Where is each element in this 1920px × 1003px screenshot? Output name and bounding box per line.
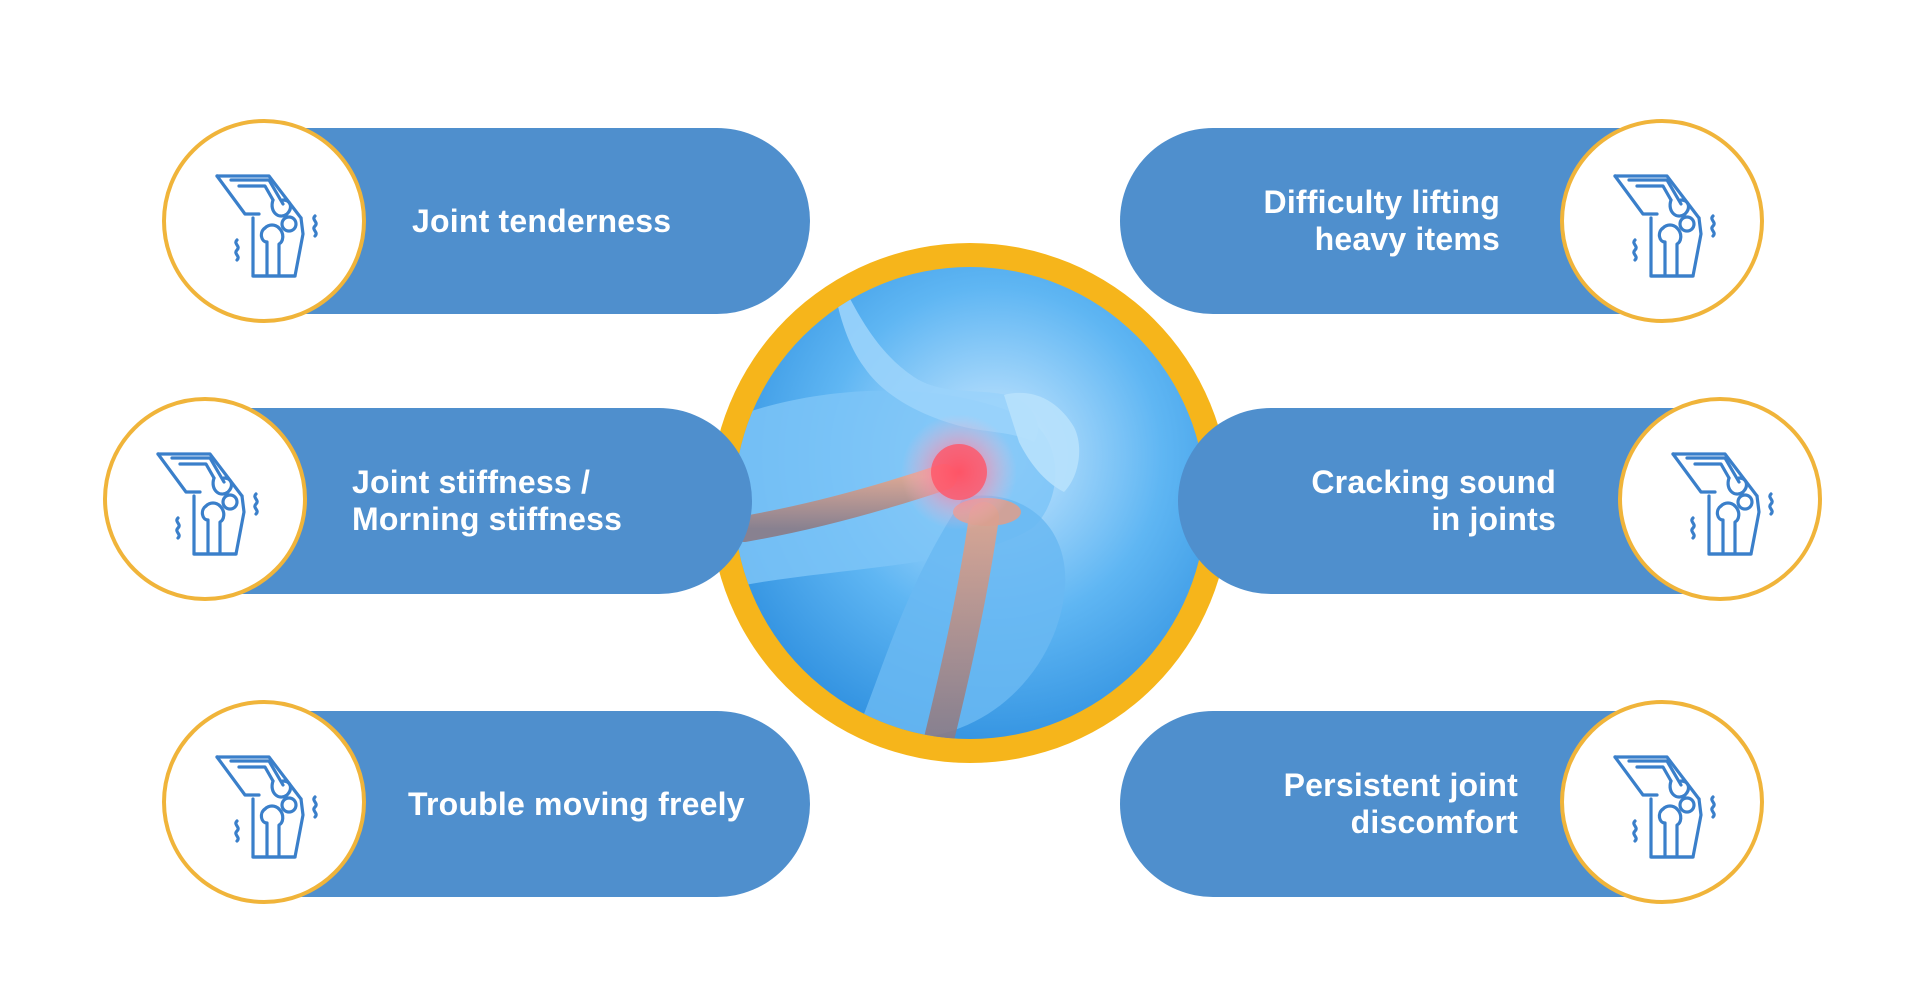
symptom-label: Trouble moving freely [408, 785, 745, 822]
symptom-badge [1618, 397, 1822, 601]
knee-joint-icon [1613, 755, 1716, 859]
symptom-label: Persistent joint discomfort [1283, 767, 1518, 840]
symptom-pill-trouble-moving: Trouble moving freely [300, 711, 810, 897]
symptom-badge [1560, 119, 1764, 323]
symptom-pill-difficulty-lifting: Difficulty lifting heavy items [1120, 128, 1630, 314]
symptom-badge [162, 119, 366, 323]
symptom-pill-cracking-sound: Cracking sound in joints [1178, 408, 1688, 594]
knee-joint-icon [1613, 174, 1716, 278]
knee-joint-icon [1671, 452, 1774, 556]
symptom-badge [162, 700, 366, 904]
hero-knee-illustration [710, 243, 1230, 763]
knee-xray-icon [734, 267, 1206, 739]
symptom-label: Joint tenderness [412, 202, 672, 239]
symptom-label: Joint stiffness / Morning stiffness [352, 464, 623, 537]
symptom-pill-joint-stiffness: Joint stiffness / Morning stiffness [240, 408, 752, 594]
symptom-label: Cracking sound in joints [1311, 464, 1556, 537]
symptom-pill-joint-tenderness: Joint tenderness [300, 128, 810, 314]
knee-joint-icon [215, 174, 318, 278]
knee-joint-icon [215, 755, 318, 859]
symptom-label: Difficulty lifting heavy items [1263, 184, 1500, 257]
symptom-badge [103, 397, 307, 601]
symptom-badge [1560, 700, 1764, 904]
symptom-pill-persistent-discomfort: Persistent joint discomfort [1120, 711, 1630, 897]
knee-joint-icon [156, 452, 259, 556]
